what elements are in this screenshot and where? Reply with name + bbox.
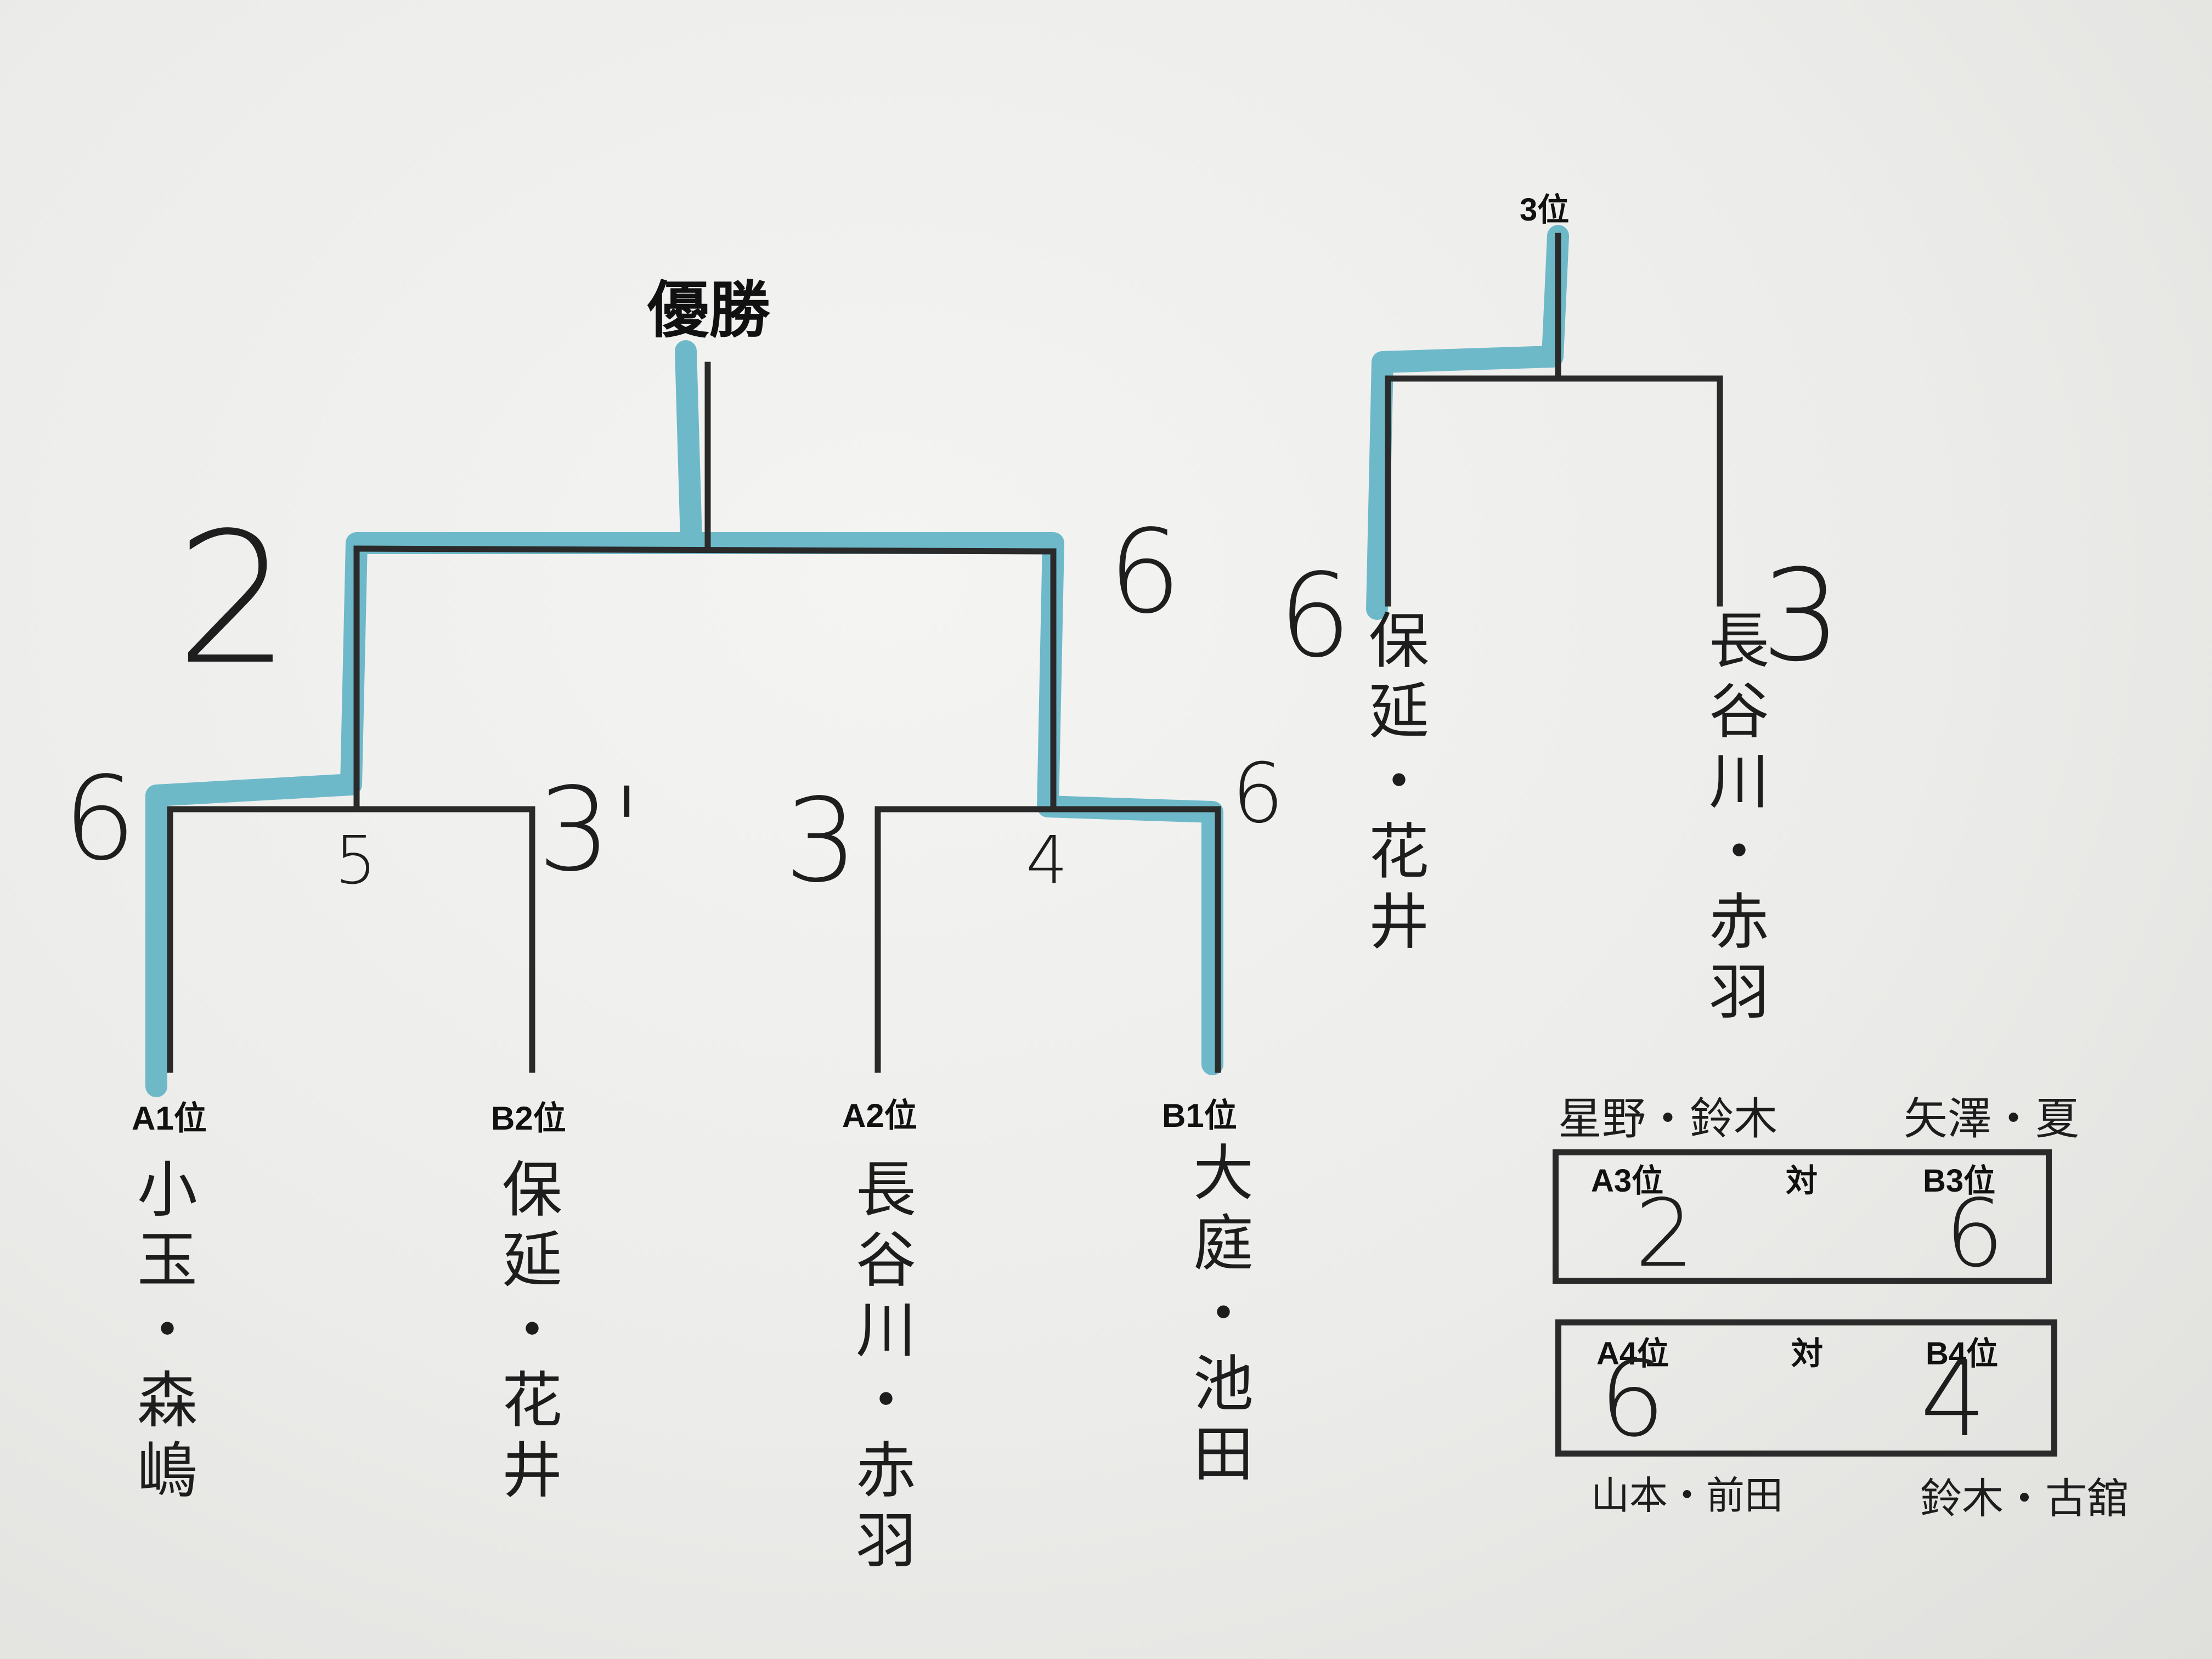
semi-left-mid-score: 5 xyxy=(335,823,377,899)
playoff2-vs: 対 xyxy=(1791,1336,1824,1372)
playoff2-bottom-left-names: 山本・前田 xyxy=(1591,1473,1783,1518)
seed-b2-players: 保延・花井 xyxy=(492,1158,562,1509)
playoff1-left-score: 2 xyxy=(1635,1180,1695,1288)
semi-right-right-score: 6 xyxy=(1232,746,1284,842)
semi-right-left-score: 3 xyxy=(785,774,858,908)
seed-a2-players: 長谷川・赤羽 xyxy=(845,1158,916,1579)
third-right-score: 3 xyxy=(1761,543,1842,690)
playoff2-left-label: A4位 xyxy=(1596,1336,1669,1372)
playoff1-box xyxy=(1553,1149,2052,1284)
playoff2-right-score: 4 xyxy=(1920,1339,1987,1460)
playoff1-vs: 対 xyxy=(1786,1163,1818,1199)
playoff2-right-label: B4位 xyxy=(1926,1336,1999,1372)
seed-b2-label: B2位 xyxy=(491,1100,566,1137)
seed-a1-players: 小玉・森嶋 xyxy=(127,1158,197,1509)
third-left-score: 6 xyxy=(1278,549,1352,683)
bracket-black-lines xyxy=(167,233,1723,1073)
third-left-players: 保延・花井 xyxy=(1358,609,1429,960)
playoff2-left-score: 6 xyxy=(1599,1339,1666,1460)
playoff1-right-score: 6 xyxy=(1945,1180,2005,1288)
playoff2-bottom-right-names: 鈴木・古舘 xyxy=(1920,1474,2129,1523)
semi-left-left-score: 6 xyxy=(63,752,137,886)
semi-right-mid-score: 4 xyxy=(1026,823,1068,899)
seed-a2-label: A2位 xyxy=(842,1097,917,1134)
playoff1-right-label: B3位 xyxy=(1923,1163,1996,1199)
playoff1-left-label: A3位 xyxy=(1591,1163,1664,1199)
seed-b1-label: B1位 xyxy=(1162,1097,1237,1134)
seed-b1-players: 大庭・池田 xyxy=(1183,1141,1253,1492)
third-place-title: 3位 xyxy=(1520,192,1570,228)
playoff1-top-left-names: 星野・鈴木 xyxy=(1558,1093,1778,1144)
third-right-players: 長谷川・赤羽 xyxy=(1699,609,1769,1030)
final-right-score: 6 xyxy=(1108,505,1182,639)
playoff1-top-right-names: 矢澤・夏 xyxy=(1904,1093,2079,1144)
playoff2-box xyxy=(1555,1319,2057,1457)
final-left-score: 2 xyxy=(176,494,291,704)
seed-a1-label: A1位 xyxy=(132,1100,207,1137)
champion-title: 優勝 xyxy=(647,276,770,345)
semi-left-right-score: 3' xyxy=(538,763,643,897)
